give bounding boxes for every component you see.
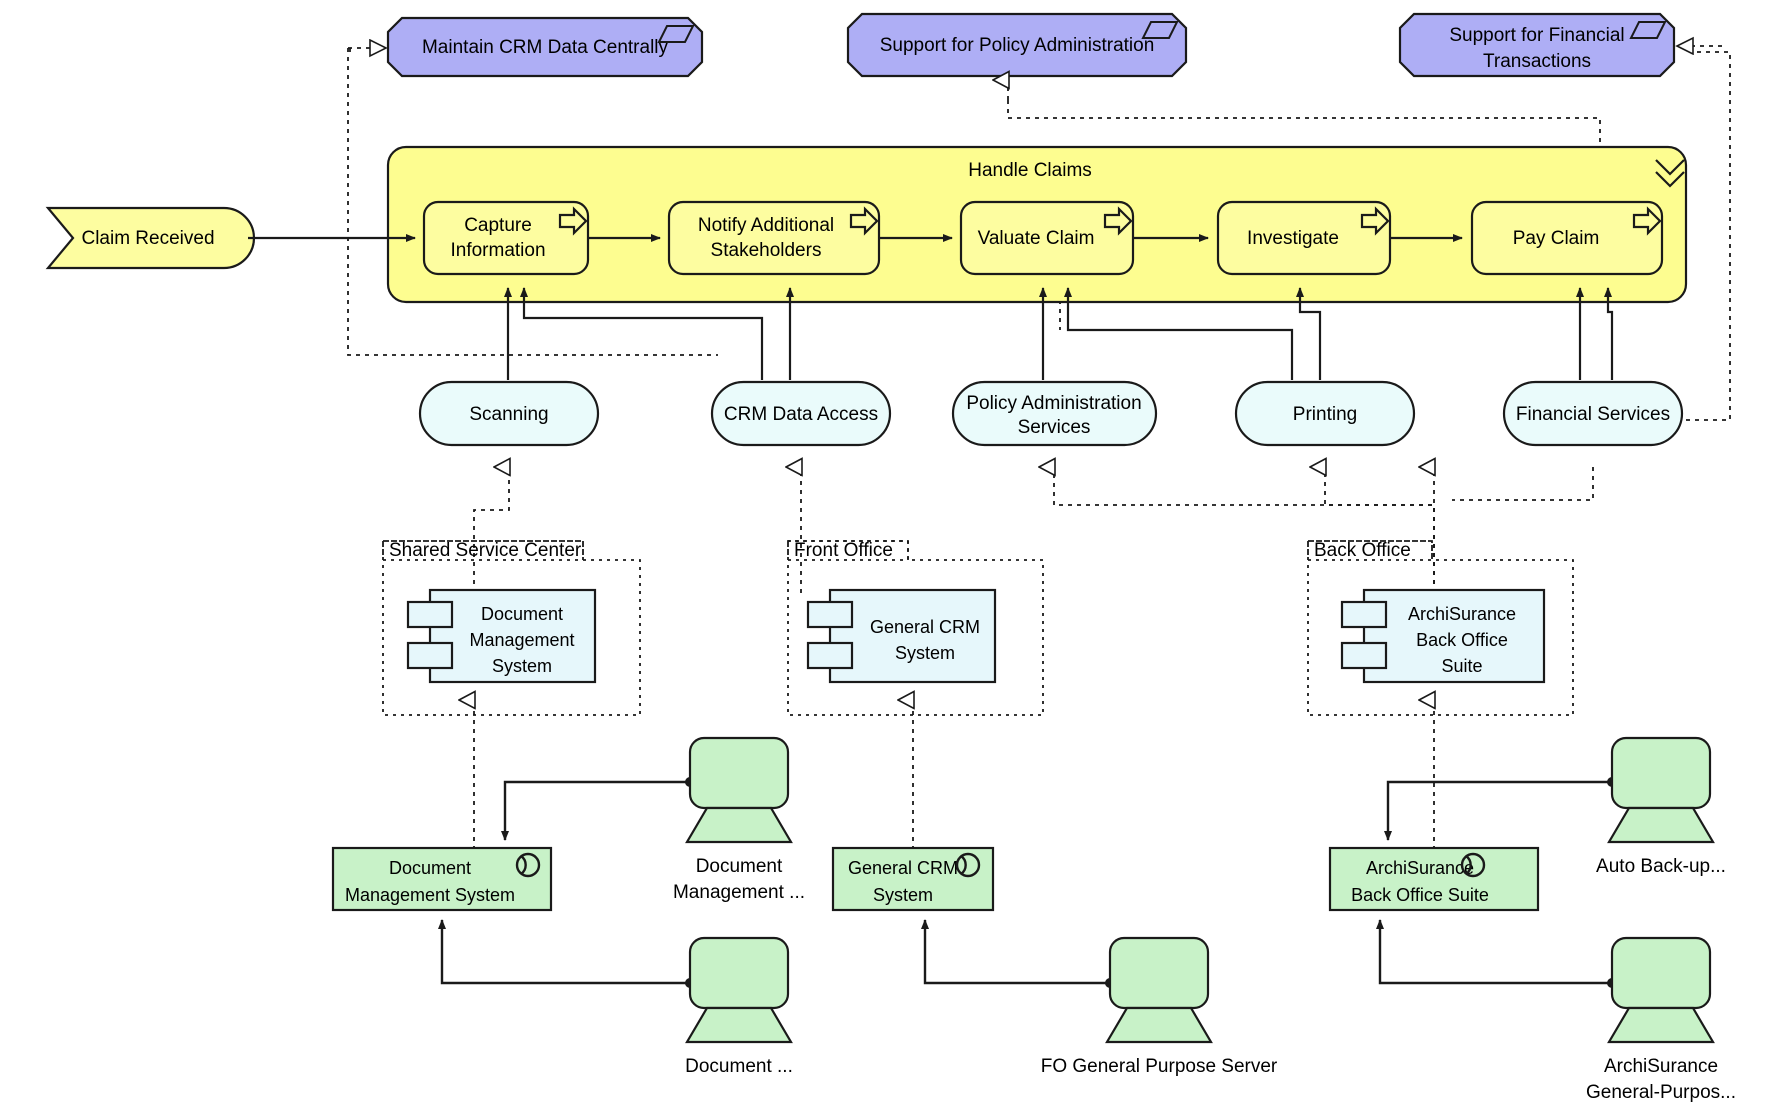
process-capture-information-line1: Capture xyxy=(464,215,532,236)
application-component-general-crm-system[interactable]: General CRM System xyxy=(806,588,997,684)
system-software-archisurance-back-office-suite[interactable]: ArchiSurance Back Office Suite xyxy=(1328,846,1540,912)
process-arrow-icon xyxy=(849,206,879,236)
subprocess-icon xyxy=(1655,159,1685,188)
process-pay-claim[interactable]: Pay Claim xyxy=(1470,200,1664,276)
application-service-printing-label: Printing xyxy=(1293,404,1357,425)
process-notify-line1: Notify Additional xyxy=(698,215,834,236)
process-valuate-claim-line1: Valuate Claim xyxy=(978,228,1095,249)
process-notify-line2: Stakeholders xyxy=(711,240,822,261)
device-document-truncated-line1: Document ... xyxy=(685,1056,793,1077)
process-arrow-icon xyxy=(1103,206,1133,236)
location-front-office-label: Front Office xyxy=(794,540,893,561)
sys-sw-crm-line2: System xyxy=(873,885,933,905)
requirement-3-line2: Transactions xyxy=(1483,51,1591,72)
process-investigate-line1: Investigate xyxy=(1247,228,1339,249)
app-component-dms-line1: Document xyxy=(481,604,563,624)
component-realization-links xyxy=(473,467,1594,593)
device-archisurance-gp-line2: General-Purpos... xyxy=(1586,1082,1736,1103)
application-service-crm-data-access-label: CRM Data Access xyxy=(724,404,878,425)
device-auto-backup-line1: Auto Back-up... xyxy=(1596,856,1726,877)
device-document-management-line1: Document xyxy=(696,856,783,877)
system-software-icon xyxy=(515,852,541,878)
requirement-support-financial-transactions[interactable]: Support for Financial Transactions xyxy=(1398,12,1676,78)
application-service-printing[interactable]: Printing xyxy=(1234,380,1416,447)
process-capture-information[interactable]: Capture Information xyxy=(422,200,590,276)
location-shared-service-center-label: Shared Service Center xyxy=(389,540,582,561)
process-capture-information-line2: Information xyxy=(450,240,545,261)
system-software-general-crm-system[interactable]: General CRM System xyxy=(831,846,995,912)
location-shared-service-center[interactable]: Shared Service Center xyxy=(382,540,641,716)
app-component-abos-line3: Suite xyxy=(1441,656,1482,676)
process-arrow-icon xyxy=(1632,206,1662,236)
application-service-scanning-label: Scanning xyxy=(469,404,548,425)
requirement-icon xyxy=(1629,21,1667,39)
device-archisurance-gp-line1: ArchiSurance xyxy=(1604,1056,1718,1077)
sys-sw-abos-line1: ArchiSurance xyxy=(1366,858,1474,878)
application-service-financial-services-label: Financial Services xyxy=(1516,404,1670,425)
requirement-icon xyxy=(657,25,695,43)
application-service-scanning[interactable]: Scanning xyxy=(418,380,600,447)
application-service-policy-administration-services[interactable]: Policy Administration Services xyxy=(951,380,1158,447)
device-fo-general-purpose-server[interactable]: FO General Purpose Server xyxy=(1041,936,1278,1077)
sys-sw-dms-line1: Document xyxy=(389,858,471,878)
requirement-3-line1: Support for Financial xyxy=(1449,25,1624,46)
application-component-document-management-system[interactable]: Document Management System xyxy=(406,588,597,684)
process-valuate-claim[interactable]: Valuate Claim xyxy=(959,200,1135,276)
requirement-support-policy-administration[interactable]: Support for Policy Administration xyxy=(846,12,1188,78)
process-group-title: Handle Claims xyxy=(968,160,1092,181)
location-back-office[interactable]: Back Office xyxy=(1307,540,1574,716)
process-arrow-icon xyxy=(1360,206,1390,236)
application-service-financial-services[interactable]: Financial Services xyxy=(1502,380,1684,447)
location-back-office-label: Back Office xyxy=(1314,540,1411,561)
assignment-links-group xyxy=(438,777,1617,988)
device-auto-backup[interactable]: Auto Back-up... xyxy=(1596,736,1726,877)
sys-sw-abos-line2: Back Office Suite xyxy=(1351,885,1489,905)
serving-links-group xyxy=(504,287,1614,380)
requirement-2-label: Support for Policy Administration xyxy=(880,35,1155,56)
requirement-1-label: Maintain CRM Data Centrally xyxy=(422,37,669,58)
process-pay-claim-line1: Pay Claim xyxy=(1513,228,1600,249)
device-fo-server-line1: FO General Purpose Server xyxy=(1041,1056,1278,1077)
app-component-abos-line1: ArchiSurance xyxy=(1408,604,1516,624)
requirement-maintain-crm-data-centrally[interactable]: Maintain CRM Data Centrally xyxy=(386,16,704,78)
system-software-icon xyxy=(1460,852,1486,878)
device-document-management-line2: Management ... xyxy=(673,882,805,903)
app-component-crm-line1: General CRM xyxy=(870,617,980,637)
location-front-office[interactable]: Front Office xyxy=(787,540,1044,716)
app-component-abos-line2: Back Office xyxy=(1416,630,1508,650)
application-service-policy-admin-line2: Services xyxy=(1018,417,1091,438)
business-event-label: Claim Received xyxy=(81,228,214,249)
application-component-archisurance-back-office-suite[interactable]: ArchiSurance Back Office Suite xyxy=(1340,588,1546,684)
process-notify-additional-stakeholders[interactable]: Notify Additional Stakeholders xyxy=(667,200,881,276)
app-component-dms-line3: System xyxy=(492,656,552,676)
app-component-crm-line2: System xyxy=(895,643,955,663)
system-software-document-management-system[interactable]: Document Management System xyxy=(331,846,553,912)
application-service-policy-admin-line1: Policy Administration xyxy=(966,393,1141,414)
software-realization-links xyxy=(474,700,1434,850)
sys-sw-dms-line2: Management System xyxy=(345,885,515,905)
application-service-crm-data-access[interactable]: CRM Data Access xyxy=(710,380,892,447)
system-software-icon xyxy=(955,852,981,878)
business-event-claim-received[interactable]: Claim Received xyxy=(45,206,256,270)
device-document-management[interactable]: Document Management ... xyxy=(673,736,805,903)
app-component-dms-line2: Management xyxy=(469,630,574,650)
requirement-icon xyxy=(1141,21,1179,39)
device-document-truncated[interactable]: Document ... xyxy=(685,936,793,1077)
sys-sw-crm-line1: General CRM xyxy=(848,858,958,878)
device-archisurance-general-purpose[interactable]: ArchiSurance General-Purpos... xyxy=(1586,936,1736,1103)
process-investigate[interactable]: Investigate xyxy=(1216,200,1392,276)
process-arrow-icon xyxy=(558,206,588,236)
